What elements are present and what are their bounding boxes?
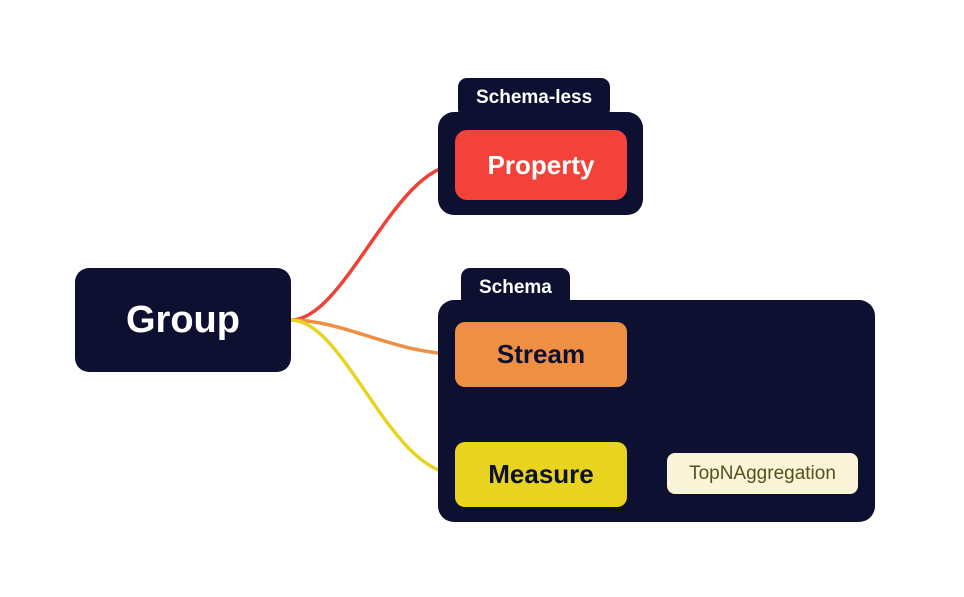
node-topnaggregation-label: TopNAggregation xyxy=(689,462,836,484)
tag-schema-label: Schema xyxy=(479,277,552,298)
node-property-label: Property xyxy=(487,149,595,180)
tag-schema-less: Schema-less xyxy=(458,78,611,118)
node-measure: Measure xyxy=(455,442,627,507)
tag-schema-less-label: Schema-less xyxy=(476,87,593,108)
node-group: Group xyxy=(75,268,291,372)
connector-group-to-property xyxy=(289,163,459,322)
connector-group-to-measure xyxy=(289,318,459,476)
node-topnaggregation: TopNAggregation xyxy=(667,453,858,494)
node-group-label: Group xyxy=(126,298,240,341)
node-stream-label: Stream xyxy=(496,339,586,369)
node-stream: Stream xyxy=(455,322,627,387)
node-measure-label: Measure xyxy=(488,459,594,489)
connector-group-to-stream xyxy=(289,318,459,356)
node-property: Property xyxy=(455,130,627,200)
tag-schema: Schema xyxy=(461,268,570,308)
